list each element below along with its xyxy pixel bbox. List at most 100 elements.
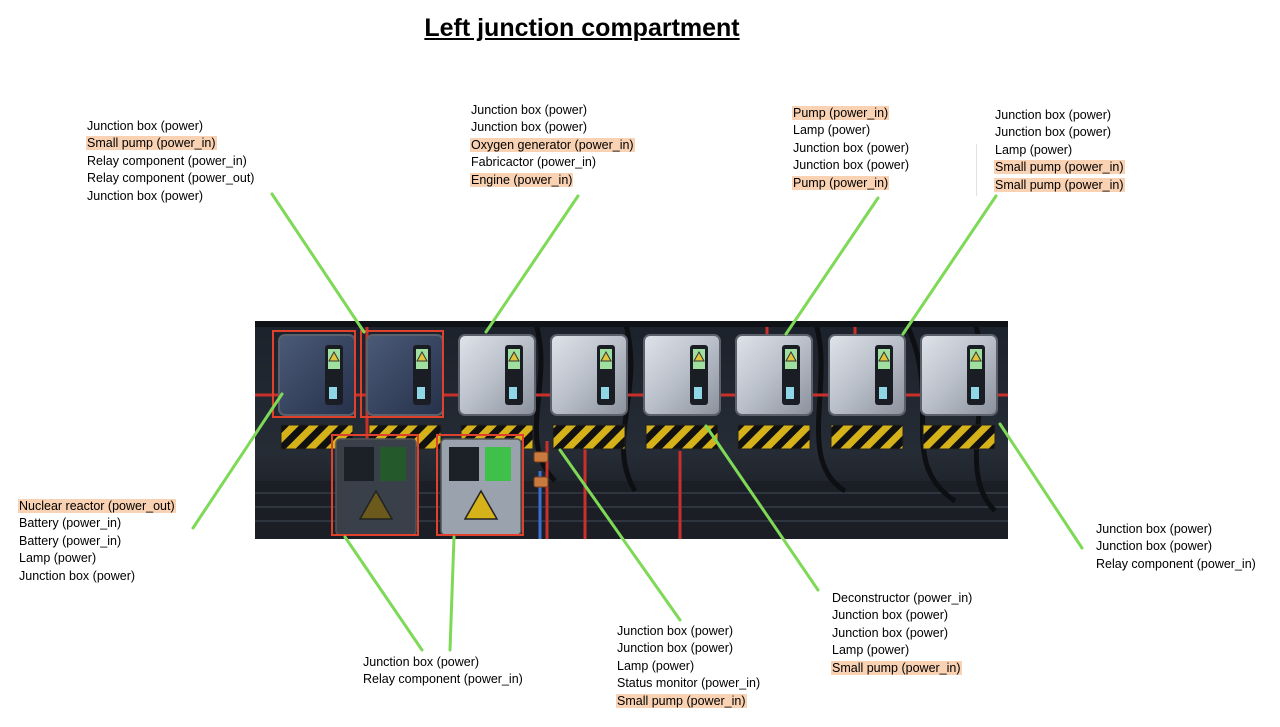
junction-box-door xyxy=(458,334,536,416)
label-text: Junction box (power) xyxy=(995,125,1112,140)
label-line: Relay component (power_in) xyxy=(1095,556,1257,573)
label-text: Junction box (power) xyxy=(87,119,204,133)
highlighted-label-text: Oxygen generator (power_in) xyxy=(470,137,635,152)
highlighted-label-text: Small pump (power_in) xyxy=(86,136,217,151)
junction-box-door xyxy=(828,334,906,416)
label-line: Lamp (power) xyxy=(792,122,910,139)
relay-box-screen xyxy=(485,447,511,481)
connector-line xyxy=(484,194,580,334)
warning-icon xyxy=(600,350,612,362)
label-line: Junction box (power) xyxy=(362,654,524,671)
label-text: Lamp (power) xyxy=(617,658,695,673)
junction-box-door xyxy=(920,334,998,416)
label-group-bottom-right: Deconstructor (power_in) Junction box (po… xyxy=(831,590,973,677)
label-line: Relay component (power_in) xyxy=(362,671,524,688)
label-text: Junction box (power) xyxy=(19,568,136,583)
connector-line xyxy=(343,535,424,652)
hazard-stripes xyxy=(552,424,626,450)
label-line: Junction box (power) xyxy=(470,119,635,136)
junction-box xyxy=(643,334,721,450)
junction-box-port xyxy=(601,387,609,399)
label-text: Junction box (power) xyxy=(617,624,734,638)
junction-box-port xyxy=(879,387,887,399)
label-text: Junction box (power) xyxy=(617,641,734,656)
label-line: Status monitor (power_in) xyxy=(616,675,761,692)
label-group-right: Junction box (power) Junction box (power)… xyxy=(1095,521,1257,573)
label-line: Relay component (power_in) xyxy=(86,153,255,170)
relay-box xyxy=(331,434,419,536)
label-line: Small pump (power_in) xyxy=(831,660,973,677)
label-line: Small pump (power_in) xyxy=(994,159,1125,176)
label-line: Junction box (power) xyxy=(792,157,910,174)
warning-icon xyxy=(693,350,705,362)
label-text: Battery (power_in) xyxy=(19,516,122,531)
label-line: Small pump (power_in) xyxy=(616,693,761,710)
label-text: Junction box (power) xyxy=(1096,522,1213,536)
junction-box xyxy=(550,334,628,450)
label-text: Junction box (power) xyxy=(793,140,910,155)
junction-box-door xyxy=(366,334,444,416)
junction-box xyxy=(272,330,356,450)
label-line: Junction box (power) xyxy=(616,623,761,640)
relay-box xyxy=(436,434,524,536)
hazard-stripes xyxy=(922,424,996,450)
label-text: Deconstructor (power_in) xyxy=(832,591,973,605)
label-line: Battery (power_in) xyxy=(18,533,176,550)
label-line: Junction box (power) xyxy=(831,625,973,642)
label-line: Junction box (power) xyxy=(1095,538,1257,555)
label-line: Junction box (power) xyxy=(86,188,255,205)
label-line: Pump (power_in) xyxy=(792,105,910,122)
label-line: Deconstructor (power_in) xyxy=(831,590,973,607)
label-line: Fabricactor (power_in) xyxy=(470,154,635,171)
junction-box xyxy=(735,334,813,450)
label-text: Relay component (power_in) xyxy=(1096,556,1256,571)
label-line: Junction box (power) xyxy=(994,107,1125,124)
label-line: Small pump (power_in) xyxy=(86,135,255,152)
connector-line xyxy=(448,535,456,652)
junction-box-door xyxy=(278,334,356,416)
hazard-stripes xyxy=(645,424,719,450)
junction-box-port xyxy=(971,387,979,399)
label-line: Engine (power_in) xyxy=(470,172,635,189)
junction-box-door xyxy=(550,334,628,416)
label-text: Status monitor (power_in) xyxy=(617,676,761,691)
highlighted-label-text: Small pump (power_in) xyxy=(831,660,962,675)
label-text: Relay component (power_in) xyxy=(363,672,523,687)
label-text: Junction box (power) xyxy=(1096,539,1213,554)
junction-box xyxy=(828,334,906,450)
label-line: Junction box (power) xyxy=(18,568,176,585)
label-line: Battery (power_in) xyxy=(18,515,176,532)
label-text: Battery (power_in) xyxy=(19,533,122,548)
junction-compartment-image xyxy=(255,321,1008,539)
warning-icon xyxy=(508,350,520,362)
junction-box-port xyxy=(329,387,337,399)
hazard-stripes xyxy=(830,424,904,450)
label-text: Relay component (power_out) xyxy=(87,171,255,186)
label-line: Pump (power_in) xyxy=(792,175,910,192)
label-line: Junction box (power) xyxy=(994,124,1125,141)
label-group-top-center: Junction box (power) Junction box (power)… xyxy=(470,102,635,189)
divider-line xyxy=(976,144,977,196)
label-line: Junction box (power) xyxy=(1095,521,1257,538)
label-text: Junction box (power) xyxy=(471,120,588,135)
highlight-outline xyxy=(331,434,419,536)
label-line: Junction box (power) xyxy=(86,118,255,135)
highlight-outline xyxy=(360,330,444,418)
label-group-top-right-b: Junction box (power) Junction box (power)… xyxy=(994,107,1125,194)
high-voltage-icon xyxy=(463,489,499,520)
junction-box-door xyxy=(735,334,813,416)
connector-line xyxy=(901,194,998,336)
connector-line xyxy=(784,196,880,336)
label-group-left: Nuclear reactor (power_out)Battery (powe… xyxy=(18,498,176,585)
diagram-title: Left junction compartment xyxy=(424,14,740,42)
warning-icon xyxy=(416,350,428,362)
junction-box-port xyxy=(694,387,702,399)
warning-icon xyxy=(328,350,340,362)
hazard-stripes xyxy=(737,424,811,450)
junction-box-door xyxy=(643,334,721,416)
label-text: Junction box (power) xyxy=(995,108,1112,122)
label-line: Junction box (power) xyxy=(792,140,910,157)
label-text: Junction box (power) xyxy=(471,103,588,117)
label-text: Lamp (power) xyxy=(995,142,1073,157)
warning-icon xyxy=(878,350,890,362)
